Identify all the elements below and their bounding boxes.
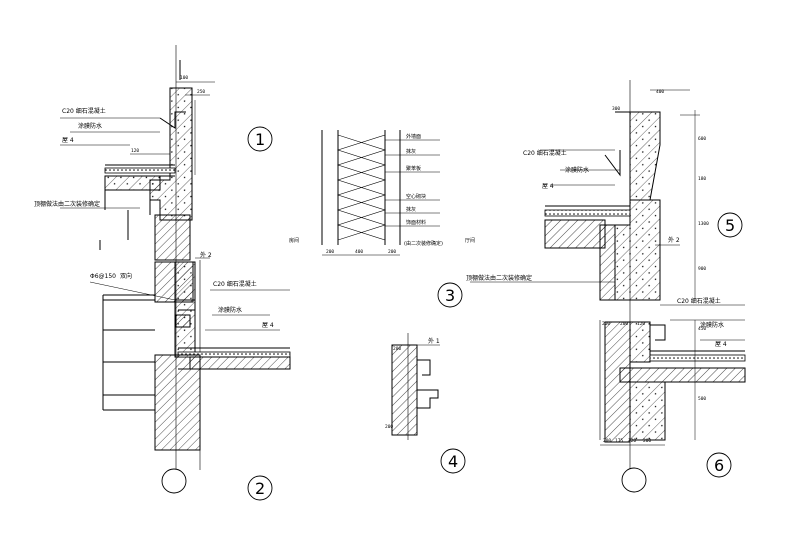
dim-600: 600 xyxy=(698,136,706,142)
room-label-2: 厅间 xyxy=(465,237,475,244)
waterproof-label-4: 涂膜防水 xyxy=(700,321,724,329)
detail-number-4: 4 xyxy=(448,452,458,471)
exterior1-label: 外 1 xyxy=(428,337,440,345)
section-tag-2: 抹灰 xyxy=(406,148,416,155)
detail-number-2: 2 xyxy=(255,479,265,498)
dim-200-e: 200 xyxy=(602,321,610,327)
dim-200-d: 200 xyxy=(385,424,393,430)
axis-bubble-left xyxy=(161,468,187,494)
dim-400-b: 400 xyxy=(656,89,664,95)
double-dir-label: 双向 xyxy=(120,272,132,280)
rebar-label: Φ6@150 xyxy=(90,273,116,280)
axis-bubble-right xyxy=(621,467,647,493)
section-tag-4: 空心砌块 xyxy=(406,193,426,200)
section-tag-7: (由二次装修确定) xyxy=(404,240,443,247)
dim-120: 120 xyxy=(637,321,645,327)
dim-200-g: 200 xyxy=(603,438,611,444)
section-tag-1: 外墙面 xyxy=(406,133,421,140)
dim-125: 120 xyxy=(628,438,636,444)
detail-number-3: 3 xyxy=(445,286,455,305)
dim-450: 450 xyxy=(698,326,706,332)
c20-label-2: C20 细石混凝土 xyxy=(213,280,257,288)
detail-bubble-1 xyxy=(247,126,273,152)
dim-150: 120 xyxy=(131,148,139,154)
dim-400-a: 400 xyxy=(355,249,363,255)
c20-label-4: C20 细石混凝土 xyxy=(677,297,721,305)
detail-number-1: 1 xyxy=(255,130,265,149)
section-tag-5: 抹灰 xyxy=(406,206,416,213)
detail-2: 外 2 Φ6@150 双向 C20 细石混凝土 涂膜防水 屋 4 2 xyxy=(89,250,291,501)
gutter-note-1: 顶棚做法由二次装修确定 xyxy=(34,200,100,208)
roof4-label-2: 屋 4 xyxy=(262,322,274,329)
dim-100: 100 xyxy=(180,75,188,81)
dim-200-f: 200 xyxy=(620,321,628,327)
dim-500: 500 xyxy=(698,396,706,402)
detail-bubble-3 xyxy=(437,282,463,308)
room-label: 房间 xyxy=(289,237,299,244)
dim-250: 250 xyxy=(197,89,205,95)
dim-200-c: 200 xyxy=(393,346,401,352)
roof4-label-3: 屋 4 xyxy=(542,183,554,190)
detail-5: C20 细石混凝土 涂膜防水 屋 4 外 2 顶棚做法由二次装修确定 400 3… xyxy=(466,80,743,301)
detail-4: 外 1 200 200 4 xyxy=(385,333,466,474)
c20-label-3: C20 细石混凝土 xyxy=(523,149,567,157)
dim-200-a: 200 xyxy=(326,249,334,255)
detail-bubble-5 xyxy=(717,212,743,238)
waterproof-label-3: 涂膜防水 xyxy=(565,166,589,174)
dim-900: 900 xyxy=(698,266,706,272)
waterproof-label-1: 涂膜防水 xyxy=(78,122,102,130)
exterior2-label-1: 外 2 xyxy=(200,251,212,259)
detail-bubble-6 xyxy=(706,452,732,478)
detail-3: 外墙面 抹灰 聚苯板 空心砌块 抹灰 饰面材料 (由二次装修确定) 房间 厅间 … xyxy=(289,130,475,308)
detail-bubble-4 xyxy=(440,448,466,474)
section-tag-3: 聚苯板 xyxy=(406,165,421,172)
dim-200-b: 200 xyxy=(388,249,396,255)
dim-200-h: 200 xyxy=(643,438,651,444)
dim-300: 300 xyxy=(612,106,620,112)
dim-175: 175 xyxy=(615,438,623,444)
gutter-note-2: 顶棚做法由二次装修确定 xyxy=(466,274,532,282)
section-tag-6: 饰面材料 xyxy=(406,219,426,226)
detail-1: C20 细石混凝土 涂膜防水 屋 4 顶棚做法由二次装修确定 100 250 1… xyxy=(34,45,273,261)
roof4-label-4: 屋 4 xyxy=(715,341,727,348)
detail-number-5: 5 xyxy=(725,216,735,235)
detail-6: C20 细石混凝土 涂膜防水 屋 4 200 200 120 200 175 1… xyxy=(599,297,746,493)
waterproof-label-2: 涂膜防水 xyxy=(218,306,242,314)
roof4-label-1: 屋 4 xyxy=(62,137,74,144)
exterior2-label-2: 外 2 xyxy=(668,236,680,244)
dim-180: 180 xyxy=(698,176,706,182)
c20-label-1: C20 细石混凝土 xyxy=(62,107,106,115)
dim-1300: 1300 xyxy=(698,221,709,227)
detail-bubble-2 xyxy=(247,475,273,501)
detail-number-6: 6 xyxy=(714,456,724,475)
